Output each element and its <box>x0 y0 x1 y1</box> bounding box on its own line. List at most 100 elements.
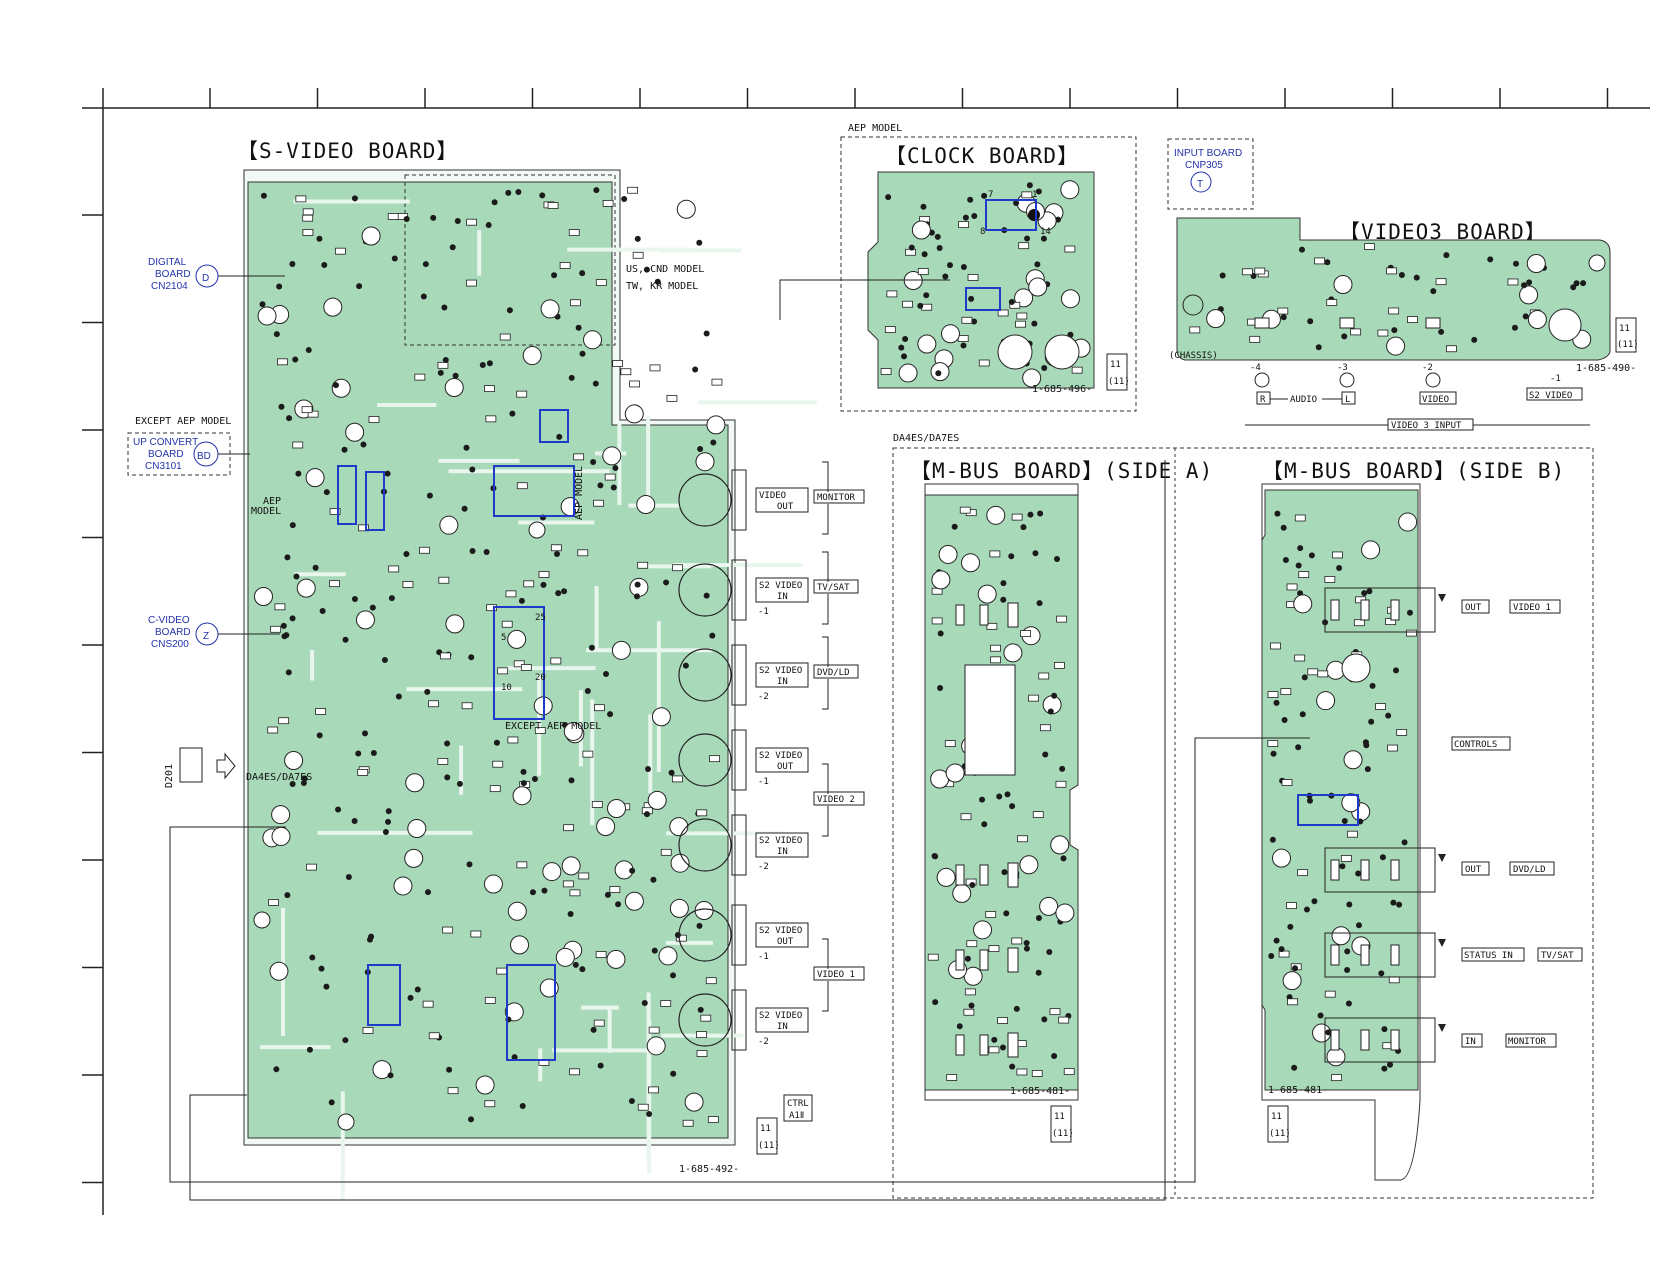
svideo-pad <box>422 261 429 268</box>
clock-pad <box>946 262 953 269</box>
mbusb-pad <box>1268 953 1275 960</box>
mbusa-pad <box>1023 945 1030 952</box>
clock-smd <box>1009 301 1021 309</box>
svg-text:TV/SAT: TV/SAT <box>1541 951 1574 961</box>
svideo-pad <box>568 374 575 381</box>
svideo-pad <box>289 522 296 529</box>
mbusa-pad-tall <box>1007 947 1019 973</box>
video3-pad <box>1526 279 1533 286</box>
clock-smd <box>978 359 990 367</box>
clock-pad <box>1034 261 1041 268</box>
clock-pad <box>920 203 927 210</box>
mbusb-pad <box>1369 682 1376 689</box>
note-tw-kr: TW, KR MODEL <box>626 281 698 292</box>
svideo-pad <box>306 1046 313 1053</box>
mbusa-pad <box>1046 948 1053 955</box>
svideo-smd <box>700 1014 712 1022</box>
svideo-smd <box>513 660 525 668</box>
svideo-pad <box>634 581 641 588</box>
svideo-pad <box>449 244 456 251</box>
svideo-pad <box>520 768 527 775</box>
svg-text:11: 11 <box>1619 324 1630 334</box>
svideo-smd <box>492 760 504 768</box>
svideo-pad <box>590 1026 597 1033</box>
clock-pad <box>1031 320 1038 327</box>
svideo-capacitor <box>271 826 291 846</box>
mbusa-pad <box>991 1036 998 1043</box>
mbusa-smd <box>1039 724 1051 732</box>
svg-text:CNP305: CNP305 <box>1185 160 1223 171</box>
mbusa-pad <box>1001 869 1008 876</box>
svideo-pad <box>395 693 402 700</box>
svideo-pad <box>454 218 461 225</box>
clock-pad <box>1041 364 1048 371</box>
svideo-pad <box>668 769 675 776</box>
svideo-smd <box>577 549 589 557</box>
mbusb-jack-pad <box>1330 859 1340 881</box>
svideo-group-bracket <box>822 461 829 535</box>
video3-pad <box>1391 327 1398 334</box>
mbusa-smd <box>1055 780 1067 788</box>
svideo-pad <box>643 811 650 818</box>
mbusa-capacitor <box>1055 903 1075 923</box>
svideo-smd <box>484 385 495 392</box>
svideo-jack-label-line2: OUT <box>777 762 794 772</box>
video3-smd <box>1350 328 1362 336</box>
clock-pin7: 7 <box>988 190 993 200</box>
svideo-smd <box>277 358 288 366</box>
mbusa-pad-tall <box>1007 602 1019 628</box>
svideo-pad <box>387 1072 394 1079</box>
clock-smd <box>880 368 892 375</box>
svideo-pad <box>703 592 710 599</box>
svideo-jack-label-line2: IN <box>777 677 788 687</box>
mbusa-capacitor <box>931 570 951 590</box>
mbusa-pad <box>937 630 944 637</box>
mbusb-pad <box>1361 590 1368 597</box>
video3-pad <box>1521 282 1528 289</box>
svg-text:D201: D201 <box>164 764 175 788</box>
svg-text:MONITOR: MONITOR <box>1508 1037 1547 1047</box>
svideo-smd <box>484 996 496 1004</box>
svideo-capacitor <box>305 468 325 488</box>
svideo-capacitor <box>361 226 381 246</box>
mbusb-smd <box>1396 729 1408 736</box>
svideo-smd <box>499 333 511 341</box>
note-us-cnd: US, CND MODEL <box>626 264 704 275</box>
svideo-group-box <box>813 489 865 504</box>
svideo-smd <box>660 848 672 856</box>
mbusb-pad <box>1317 1012 1324 1019</box>
mbusa-smd <box>1063 1068 1075 1075</box>
svideo-smd <box>609 886 621 894</box>
svideo-smd <box>707 1116 719 1123</box>
mbusb-pad <box>1287 923 1294 930</box>
svideo-jack-body <box>731 989 747 1051</box>
clock-capacitor <box>1060 289 1080 309</box>
svideo-pad <box>461 505 468 512</box>
svideo-pad <box>425 889 432 896</box>
connector-digital: DIGITAL BOARD CN2104 D <box>148 257 285 292</box>
mbusa-pad-tall <box>955 604 965 626</box>
svideo-capacitor <box>271 805 291 825</box>
video3-pad <box>1438 328 1445 335</box>
mbusb-pad <box>1273 699 1280 706</box>
video3-smd <box>1277 307 1289 315</box>
svideo-pad <box>697 1006 704 1013</box>
mbusa-pad <box>1051 692 1058 699</box>
mbusb-pad <box>1274 510 1281 517</box>
svideo-pad <box>382 829 389 836</box>
mbusb-arrow <box>1438 1024 1446 1032</box>
mbusb-capacitor <box>1361 540 1381 560</box>
svideo-smd <box>709 755 721 763</box>
svideo-ic-main <box>493 606 545 720</box>
svideo-pad <box>312 564 319 571</box>
svideo-pad <box>301 775 308 782</box>
svideo-capacitor <box>510 935 530 955</box>
mbusa-smd <box>1028 694 1039 702</box>
clock-smd <box>886 290 898 298</box>
input-mark: T <box>1197 179 1203 190</box>
mbusa-smd <box>1011 513 1023 521</box>
svideo-pad <box>370 749 377 756</box>
clock-pad <box>981 192 988 199</box>
svideo-pcb <box>247 181 729 1139</box>
clock-smd <box>997 309 1009 317</box>
